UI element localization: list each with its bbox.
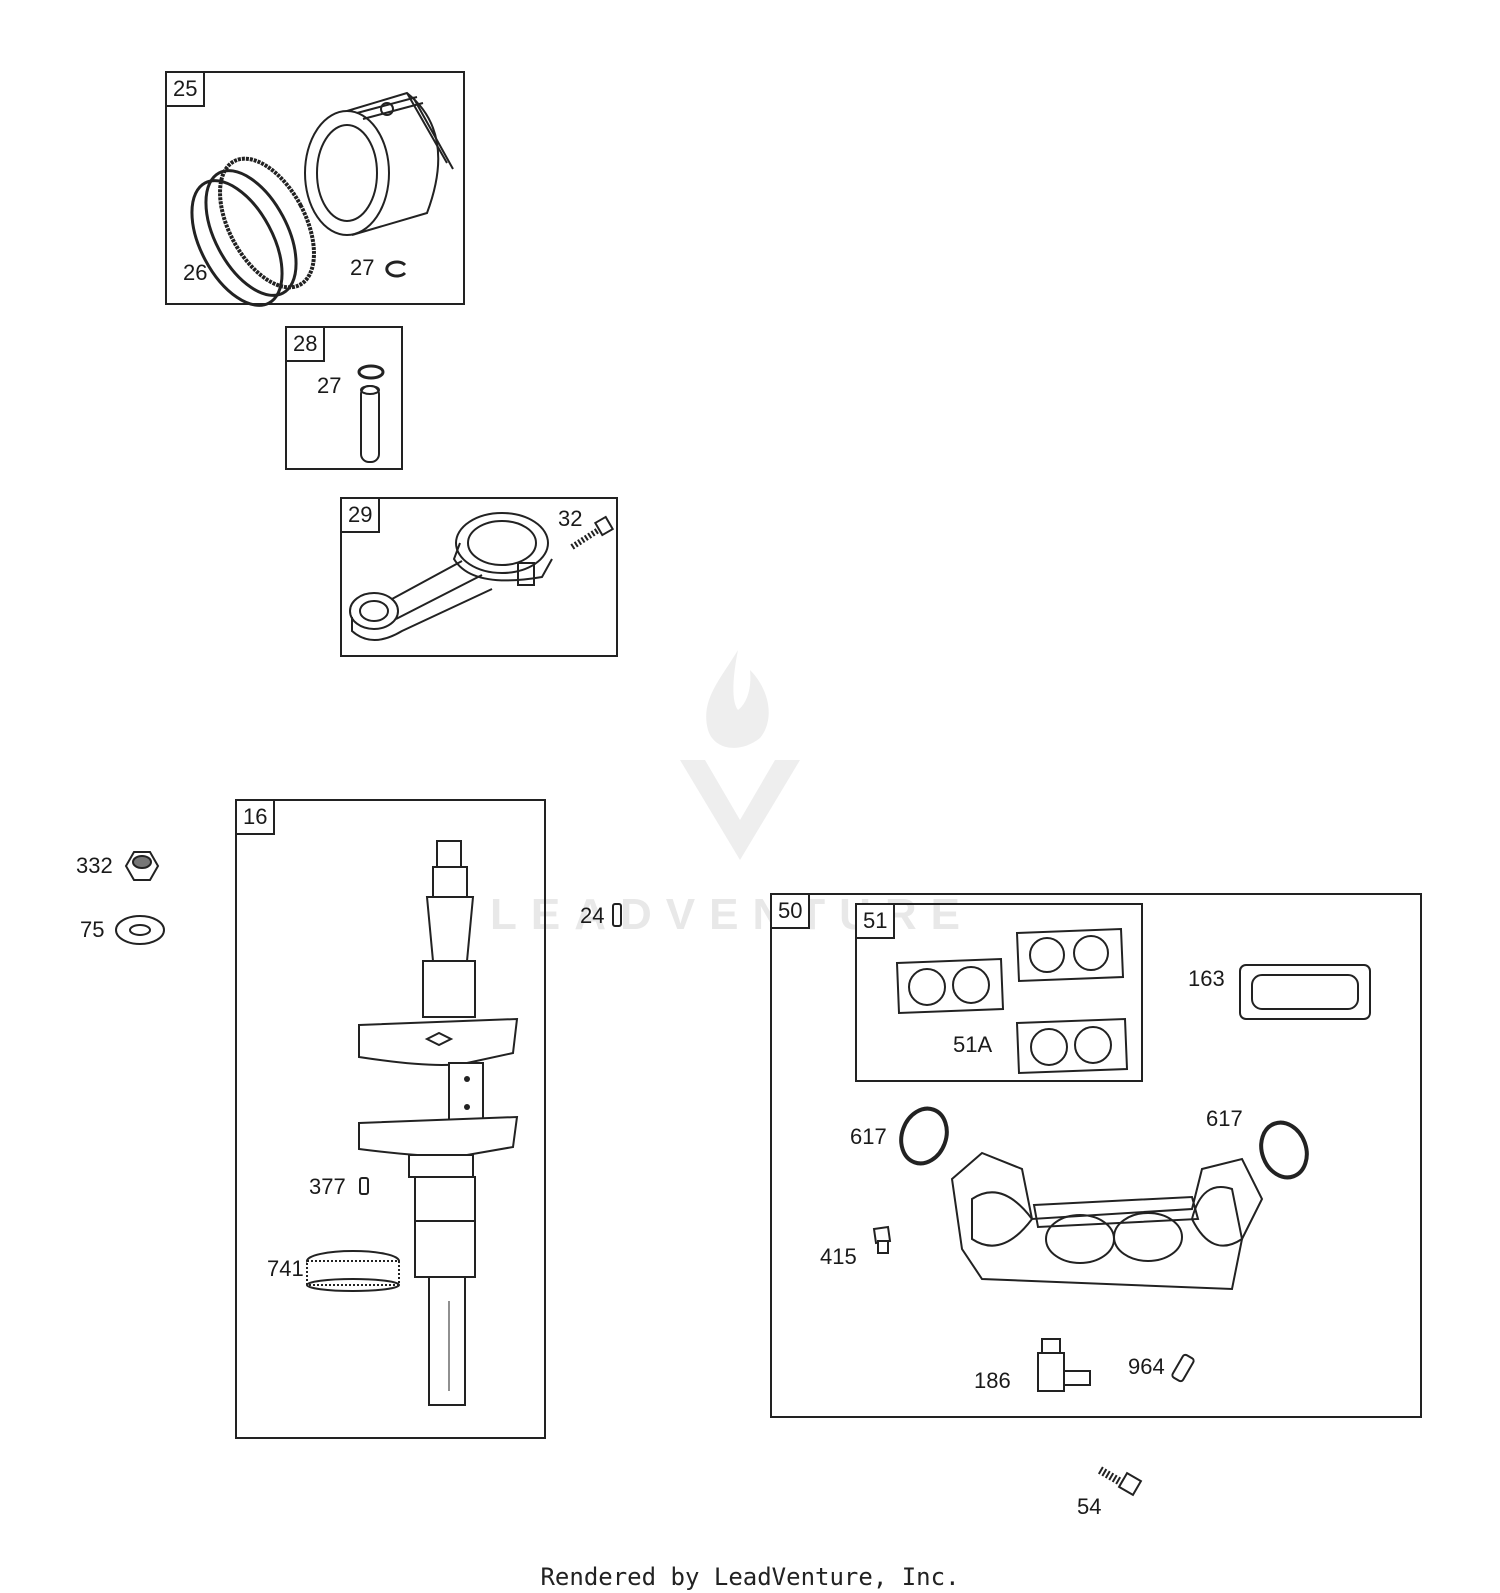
hex-nut-icon (122, 850, 160, 882)
piston-rings-label: 26 (183, 260, 208, 285)
crankshaft-box: 16 377 741 (235, 799, 546, 1439)
connecting-rod-box: 29 32 (340, 497, 618, 657)
crankshaft-tag: 16 (237, 801, 276, 835)
o-ring-left-icon (896, 1105, 952, 1167)
elbow-fitting-icon (1034, 1335, 1096, 1397)
pin-clip-label: 27 (317, 373, 342, 398)
cover-gasket-icon (1238, 961, 1372, 1023)
fitting-label: 415 (820, 1244, 857, 1269)
cover-gasket-label: 163 (1188, 966, 1225, 991)
connecting-rod-icon (342, 499, 620, 659)
gasket-alt-label: 51A (953, 1032, 993, 1057)
gasket-kit-tag: 51 (857, 905, 896, 939)
gasket-icon-2 (1011, 927, 1127, 983)
woodruff-key-icon (610, 902, 624, 928)
screw-icon (1096, 1462, 1144, 1498)
intake-manifold-box: 50 51 51A 163 617 617 (770, 893, 1422, 1418)
o-ring-right-label: 617 (1206, 1106, 1243, 1131)
gasket-alt-icon (1011, 1017, 1131, 1075)
o-ring-right-icon (1256, 1119, 1312, 1181)
elbow-fitting-label: 186 (974, 1368, 1011, 1393)
timing-gear-icon (303, 1247, 403, 1291)
piston-tag: 25 (167, 73, 206, 107)
connecting-rod-tag: 29 (342, 499, 381, 533)
piston-box: 25 26 27 (165, 71, 465, 305)
leadventure-logo-watermark (680, 650, 800, 860)
key-label: 24 (580, 903, 605, 928)
screw-label: 54 (1077, 1494, 1102, 1519)
timing-gear-label: 741 (267, 1256, 304, 1281)
crank-key-label: 377 (309, 1174, 346, 1199)
footer-credit: Rendered by LeadVenture, Inc. (540, 1563, 960, 1591)
fitting-icon (870, 1225, 894, 1255)
gasket-icon (891, 957, 1009, 1015)
rod-bolt-label: 32 (558, 506, 583, 531)
piston-rings-icon (167, 73, 467, 307)
plug-icon (1168, 1351, 1198, 1385)
crankshaft-icon (237, 801, 548, 1441)
piston-pin-icon (349, 356, 389, 468)
piston-pin-box: 28 27 (285, 326, 403, 470)
crank-key-icon (358, 1176, 370, 1196)
plug-label: 964 (1128, 1354, 1165, 1379)
intake-manifold-tag: 50 (772, 895, 811, 929)
washer-label: 75 (80, 917, 105, 942)
piston-clip-icon (383, 259, 409, 279)
nut-label: 332 (76, 853, 113, 878)
piston-icon (167, 73, 467, 307)
gasket-kit-box: 51 51A (855, 903, 1143, 1082)
piston-pin-tag: 28 (287, 328, 326, 362)
washer-icon (114, 914, 166, 946)
piston-clip-label: 27 (350, 255, 375, 280)
intake-manifold-icon (942, 1139, 1262, 1309)
rod-bolt-icon (568, 517, 616, 551)
o-ring-left-label: 617 (850, 1124, 887, 1149)
